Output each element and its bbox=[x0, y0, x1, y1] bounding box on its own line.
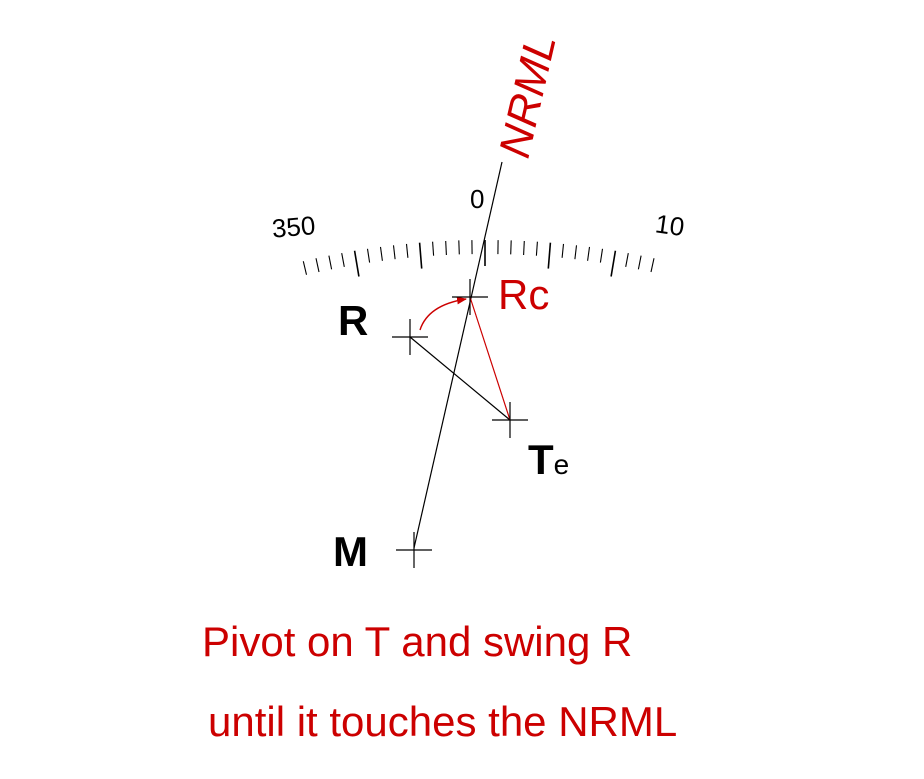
scale-major-tick bbox=[353, 250, 360, 277]
compass-scale-ticks bbox=[302, 240, 655, 277]
point-m-marker bbox=[396, 532, 432, 568]
scale-minor-tick bbox=[535, 241, 538, 256]
scale-minor-tick bbox=[315, 258, 320, 273]
scale-minor-tick bbox=[432, 241, 435, 256]
scale-minor-tick bbox=[574, 245, 578, 260]
point-rc-marker bbox=[452, 279, 488, 315]
scale-minor-tick bbox=[587, 246, 591, 261]
scale-label-0: 0 bbox=[470, 184, 484, 214]
scale-minor-tick bbox=[392, 245, 396, 260]
scale-minor-tick bbox=[510, 240, 512, 255]
scale-minor-tick bbox=[445, 240, 447, 256]
scale-major-tick bbox=[547, 242, 552, 269]
scale-major-tick bbox=[610, 250, 617, 277]
point-r-marker bbox=[392, 319, 428, 355]
r-to-te-line bbox=[409, 336, 511, 421]
caption-line-1: Pivot on T and swing R bbox=[202, 618, 633, 665]
rc-to-te-line bbox=[469, 296, 511, 421]
scale-minor-tick bbox=[341, 252, 345, 268]
scale-minor-tick bbox=[328, 255, 333, 270]
point-r-label: R bbox=[338, 297, 368, 344]
scale-minor-tick bbox=[405, 243, 409, 258]
scale-minor-tick bbox=[650, 258, 655, 273]
scale-minor-tick bbox=[637, 255, 642, 270]
point-rc-label: Rc bbox=[498, 271, 549, 318]
swing-arc-arrow bbox=[419, 296, 467, 331]
scale-minor-tick bbox=[302, 261, 308, 275]
scale-minor-tick bbox=[561, 243, 565, 258]
scale-minor-tick bbox=[599, 248, 604, 263]
point-te-subscript: e bbox=[554, 449, 570, 480]
point-te-label: Te bbox=[528, 436, 569, 483]
nrml-line bbox=[413, 161, 503, 549]
scale-minor-tick bbox=[625, 252, 629, 268]
scale-minor-tick bbox=[379, 246, 383, 261]
scale-label-350: 350 bbox=[271, 210, 317, 244]
nrml-label: NRML bbox=[490, 30, 566, 163]
scale-minor-tick bbox=[366, 248, 371, 263]
scale-label-10: 10 bbox=[653, 208, 686, 242]
caption-line-2: until it touches the NRML bbox=[208, 698, 678, 745]
point-te-main: T bbox=[528, 436, 554, 483]
point-te-marker bbox=[492, 402, 528, 438]
point-m-label: M bbox=[333, 528, 368, 575]
scale-major-tick bbox=[418, 242, 423, 269]
scale-minor-tick bbox=[523, 240, 525, 256]
scale-minor-tick bbox=[458, 240, 460, 255]
